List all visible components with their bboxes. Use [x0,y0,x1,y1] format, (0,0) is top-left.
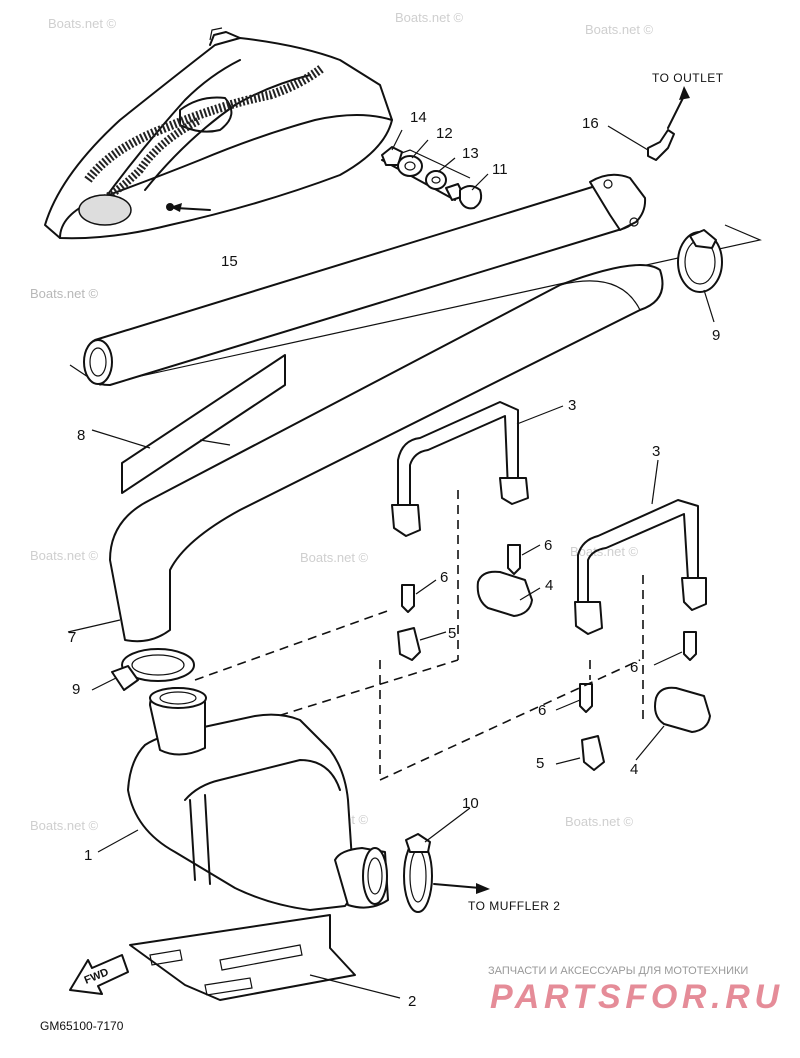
part-8-strip [91,354,286,494]
callout-9-lower: 9 [72,681,80,698]
part-9-hose-clamp-upper [677,229,723,323]
watermark: Boats.net © [48,16,117,31]
watercraft-hull-illustration [44,27,471,240]
callout-10: 10 [462,795,479,812]
callout-13: 13 [462,145,479,162]
callout-15: 15 [221,253,238,270]
watermark: Boats.net © [585,22,654,37]
shop-branding: ЗАПЧАСТИ И АКСЕССУАРЫ ДЛЯ МОТОТЕХНИКИ PA… [488,965,780,1016]
callout-14: 14 [410,109,427,126]
to-muffler-label: TO MUFFLER 2 [468,899,560,913]
callout-1: 1 [84,847,92,864]
watermark: Boats.net © [30,286,99,301]
diagram-code: GM65100-7170 [40,1019,124,1033]
part-16-bolt [607,86,690,161]
forward-direction-arrow: FWD [69,954,129,995]
part-6-bolts [401,544,697,713]
assembly-dashed-lines [194,490,644,790]
to-outlet-label: TO OUTLET [652,71,724,85]
watermark: Boats.net © [395,10,464,25]
shop-logo: PARTSFOR.RU [490,978,780,1016]
bolt-assembly-11-14 [381,129,489,210]
callout-16: 16 [582,115,599,132]
callout-6-c: 6 [630,659,638,676]
watermark: Boats.net © [30,818,99,833]
callout-3-left: 3 [568,397,576,414]
part-5-brackets [397,627,605,771]
callout-12: 12 [436,125,453,142]
part-2-plate [129,914,401,1001]
part-3-bracket-left [391,401,564,537]
part-4-mounts [476,570,711,761]
watermark: Boats.net © [565,814,634,829]
part-9-hose-clamp-lower [91,648,195,691]
callout-numbers: 14 12 13 11 16 15 9 3 8 3 6 6 4 5 7 6 9 … [68,109,720,1010]
callout-6-b: 6 [440,569,448,586]
shop-tagline: ЗАПЧАСТИ И АКСЕССУАРЫ ДЛЯ МОТОТЕХНИКИ [488,965,748,977]
callout-6-a: 6 [544,537,552,554]
callout-11: 11 [492,161,508,178]
part-1-muffler [97,687,389,911]
part-7-hose [67,264,664,643]
callout-4-a: 4 [545,577,553,594]
callout-5-b: 5 [536,755,544,772]
callout-4-b: 4 [630,761,638,778]
callout-8: 8 [77,427,85,444]
watermark: Boats.net © [30,548,99,563]
watermark: Boats.net © [570,544,639,559]
part-3-bracket-right [574,459,707,635]
callout-3-right: 3 [652,443,660,460]
callout-5-a: 5 [448,625,456,642]
watermarks: Boats.net © Boats.net © Boats.net © Boat… [30,10,654,833]
callout-6-d: 6 [538,702,546,719]
callout-2: 2 [408,993,416,1010]
part-15-exhaust-tube [69,173,762,386]
part-10-hose-clamp [403,807,490,913]
watermark: Boats.net © [300,550,369,565]
callout-9-upper: 9 [712,327,720,344]
callout-7: 7 [68,629,76,646]
